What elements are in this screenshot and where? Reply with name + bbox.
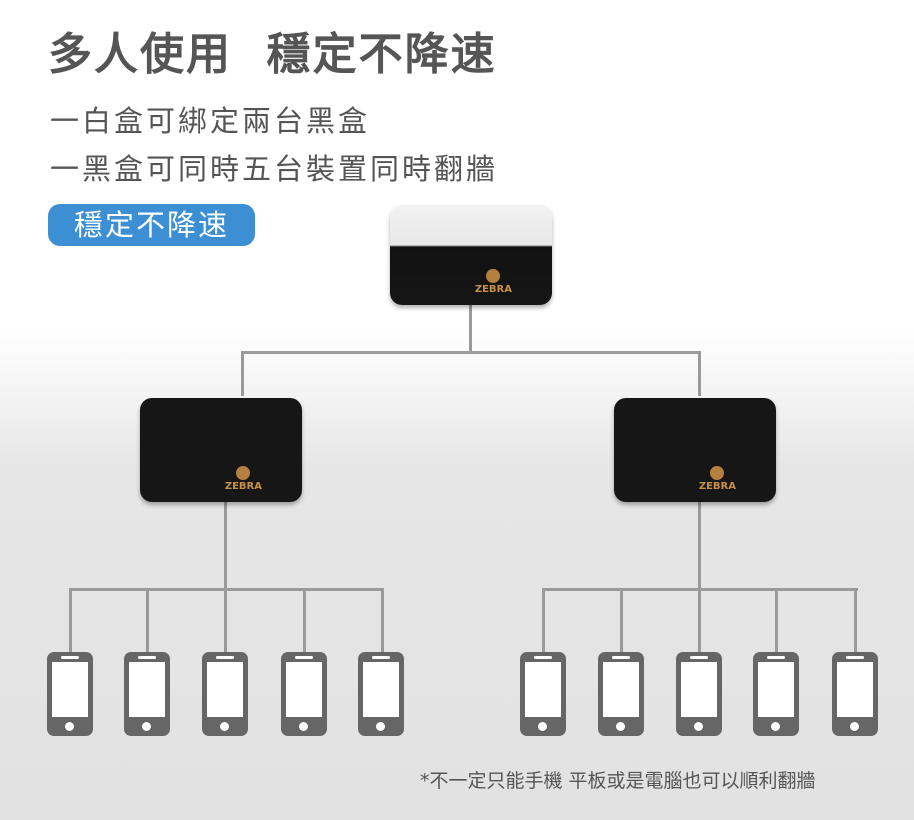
feature-line-1: 一白盒可綁定兩台黑盒 bbox=[50, 104, 371, 138]
stable-badge: 穩定不降速 bbox=[48, 204, 255, 246]
connector bbox=[469, 300, 472, 353]
phone-icon bbox=[520, 652, 566, 736]
page-title: 多人使用 穩定不降速 bbox=[48, 29, 497, 80]
connector bbox=[854, 588, 857, 652]
phone-icon bbox=[202, 652, 248, 736]
connector bbox=[775, 588, 778, 652]
connector bbox=[620, 588, 623, 652]
black-box-device-left: ZEBRA bbox=[140, 398, 302, 502]
feature-line-2: 一黑盒可同時五台裝置同時翻牆 bbox=[50, 152, 499, 186]
connector bbox=[542, 588, 545, 652]
phone-icon bbox=[358, 652, 404, 736]
phone-icon bbox=[47, 652, 93, 736]
connector bbox=[698, 500, 701, 590]
connector bbox=[224, 500, 227, 590]
phone-icon bbox=[281, 652, 327, 736]
connector bbox=[69, 588, 72, 652]
connector bbox=[381, 588, 384, 652]
footnote: *不一定只能手機 平板或是電腦也可以順利翻牆 bbox=[420, 770, 816, 792]
phone-icon bbox=[753, 652, 799, 736]
white-box-device: ZEBRA bbox=[390, 205, 552, 305]
connector bbox=[241, 351, 244, 396]
connector bbox=[241, 351, 701, 354]
connector bbox=[146, 588, 149, 652]
black-box-device-right: ZEBRA bbox=[614, 398, 776, 502]
phone-icon bbox=[124, 652, 170, 736]
connector bbox=[303, 588, 306, 652]
zebra-logo: ZEBRA bbox=[475, 269, 512, 295]
connector bbox=[698, 351, 701, 396]
phone-icon bbox=[676, 652, 722, 736]
connector bbox=[224, 588, 227, 652]
phone-icon bbox=[832, 652, 878, 736]
connector bbox=[698, 588, 701, 652]
phone-icon bbox=[598, 652, 644, 736]
zebra-logo: ZEBRA bbox=[699, 466, 736, 492]
zebra-logo: ZEBRA bbox=[225, 466, 262, 492]
